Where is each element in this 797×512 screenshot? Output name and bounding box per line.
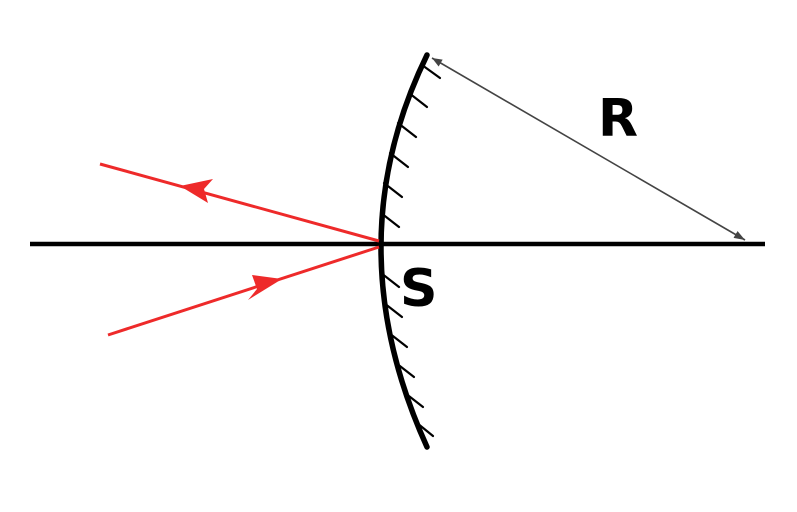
- reflected-ray: [99, 162, 380, 243]
- incident-ray: [107, 245, 380, 337]
- incident-ray-arrowhead: [248, 275, 282, 300]
- concave-mirror: [378, 52, 430, 450]
- radius-double-arrow: [431, 57, 746, 241]
- mirror-hatching: [379, 63, 442, 438]
- vertex-label: S: [400, 259, 437, 319]
- radius-label: R: [598, 89, 638, 149]
- reflected-ray-arrowhead: [180, 179, 213, 203]
